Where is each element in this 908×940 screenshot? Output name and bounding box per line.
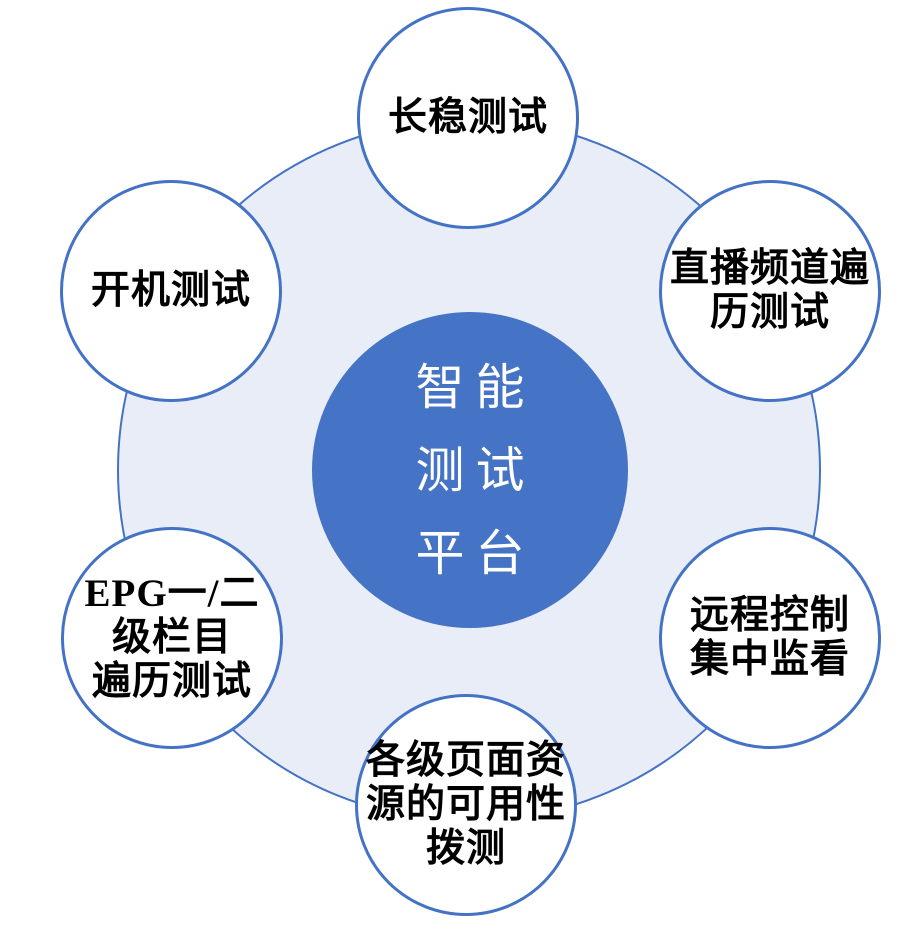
node-page-resource-availability-test: 各级页面资 源的可用性 拨测 — [355, 694, 577, 916]
node-label-page-resource-availability-test: 各级页面资 源的可用性 拨测 — [365, 738, 566, 871]
node-label-live-channel-traversal-test: 直播频道遍 历测试 — [669, 246, 870, 334]
node-remote-control-monitoring: 远程控制 集中监看 — [659, 527, 881, 749]
center-platform-label: 智能 测试 平台 — [415, 359, 536, 581]
node-label-long-stability-test: 长稳测试 — [387, 95, 548, 139]
node-label-remote-control-monitoring: 远程控制 集中监看 — [689, 593, 850, 681]
node-boot-test: 开机测试 — [60, 180, 282, 402]
node-label-epg-category-traversal-test: EPG一/二 级栏目 遍历测试 — [84, 571, 260, 704]
node-label-boot-test: 开机测试 — [90, 268, 251, 312]
center-platform-circle: 智能 测试 平台 — [312, 312, 628, 628]
node-long-stability-test: 长稳测试 — [357, 7, 579, 229]
node-live-channel-traversal-test: 直播频道遍 历测试 — [659, 180, 881, 402]
node-epg-category-traversal-test: EPG一/二 级栏目 遍历测试 — [61, 527, 283, 749]
